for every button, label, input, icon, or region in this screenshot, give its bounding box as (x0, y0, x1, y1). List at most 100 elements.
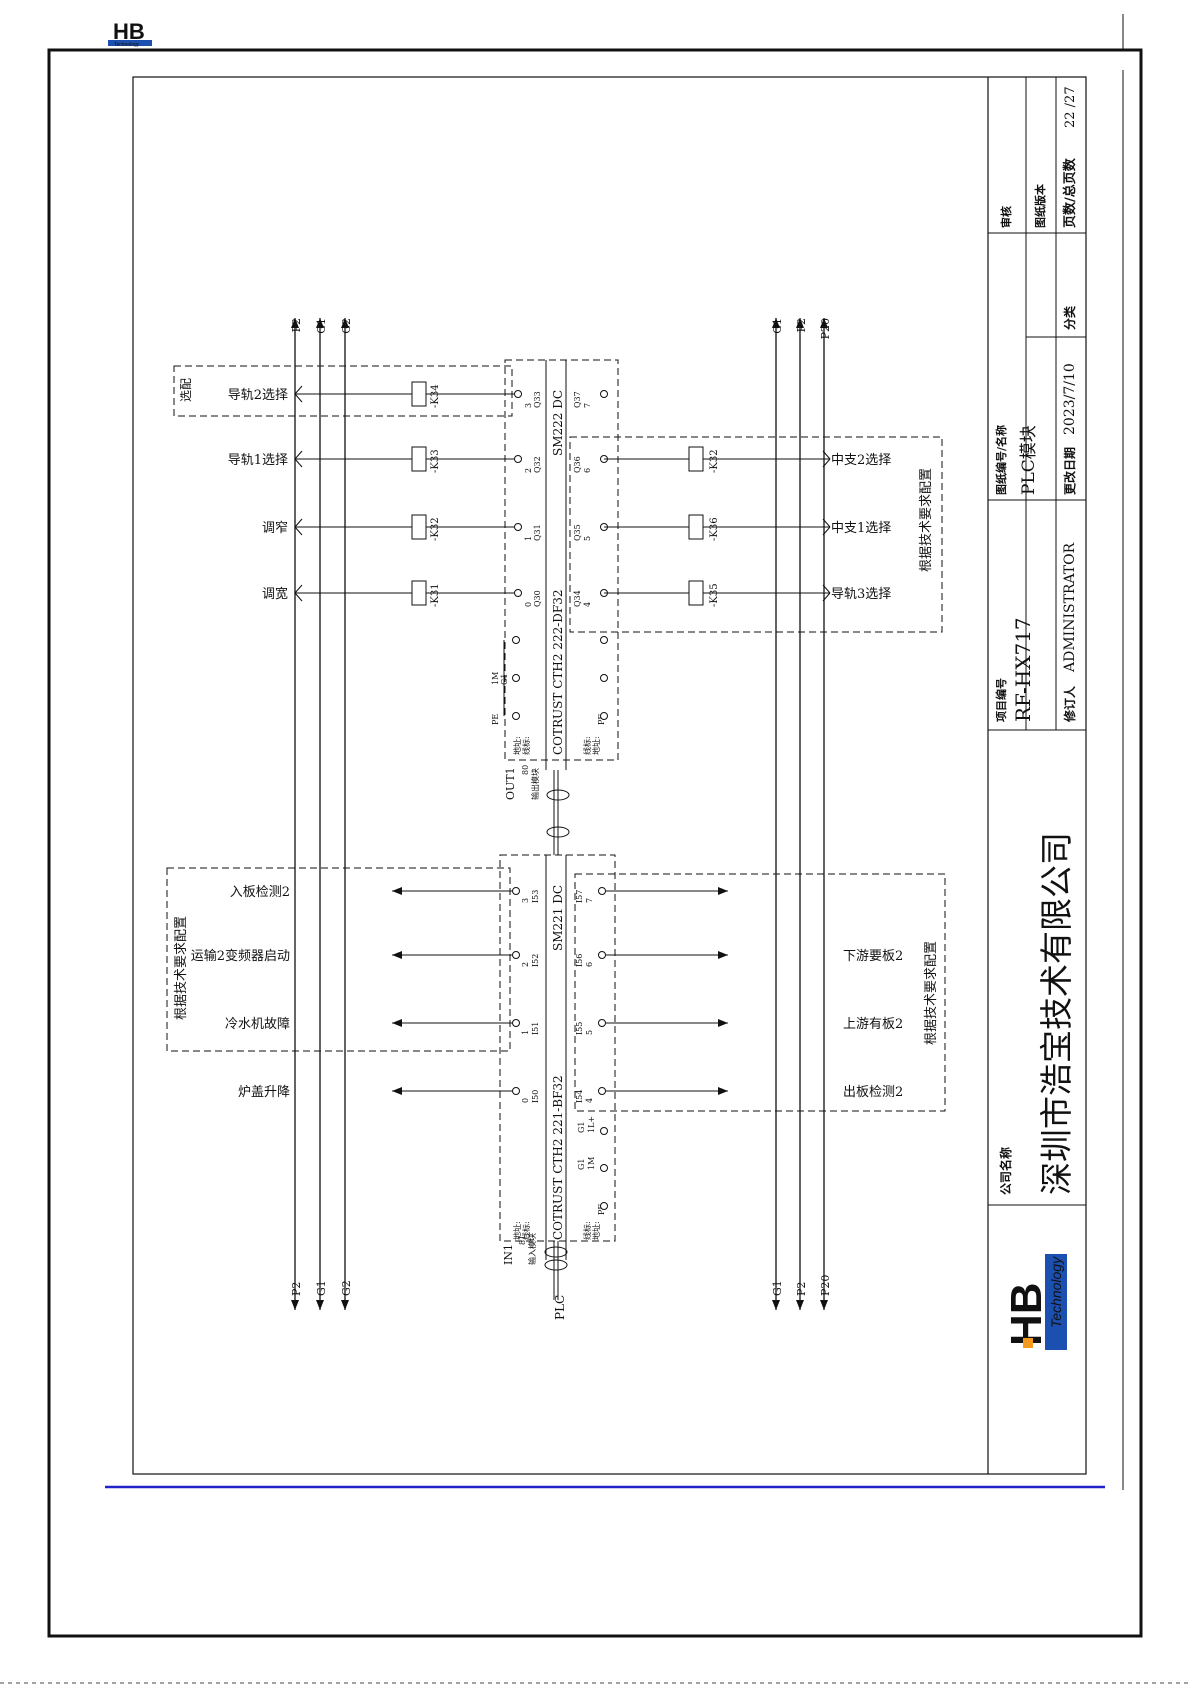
output-right-relay-coil-2 (688, 514, 704, 540)
output-left-addr-3: Q30 (533, 590, 542, 607)
option-label: 选配 (179, 378, 193, 402)
output-right-label-1: 中支2选择 (831, 453, 891, 468)
input-terminal-g1-a: G1 (577, 1159, 586, 1170)
output-right-addr-0: Q37 (573, 391, 582, 408)
input-config-note-left: 根据技术要求配置 (174, 916, 189, 1020)
output-right-label-2: 中支1选择 (831, 521, 891, 536)
output-left-relay-coil-2 (411, 514, 427, 540)
rail-left-label-bottom-1: G1 (315, 1280, 328, 1296)
input-module-model: COTRUST CTH2 221-BF32 (551, 1075, 565, 1240)
output-module-name: SM222 DC (551, 390, 565, 456)
output-wire-label: 线标: (521, 736, 531, 755)
rail-left-label-top-2: G2 (340, 318, 353, 334)
drawing-label: 图纸编号/名称 (994, 425, 1008, 495)
output-right-relay-label-1: -K32 (709, 449, 720, 473)
input-left-arrow-3 (392, 1087, 402, 1095)
input-module-name: SM221 DC (551, 885, 565, 951)
drawing-name: PLC模块 (1019, 425, 1039, 495)
category-label: 分类 (1062, 305, 1077, 330)
input-left-label-1: 运输2变频器启动 (191, 948, 290, 964)
rail-right-arrow-top-2 (820, 318, 828, 328)
option-box (173, 365, 513, 417)
output-right-relay-coil-1 (688, 446, 704, 472)
outer-frame (47, 48, 1143, 1638)
review-label: 审核 (999, 206, 1013, 228)
output-left-label-3: 调宽 (262, 586, 288, 602)
input-left-pin-0: 3 (521, 898, 530, 903)
input-right-arrow-1 (718, 951, 728, 959)
header-logo: HB Technology (108, 19, 152, 48)
output-module-addr: 80 (521, 765, 530, 775)
title-logo: HB Technology (1002, 1254, 1067, 1350)
input-left-label-3: 炉盖升降 (238, 1085, 290, 1100)
input-config-box-right (574, 873, 946, 1112)
input-left-pin-3: 0 (521, 1098, 530, 1103)
output-wire-label-r: 线标: (582, 736, 592, 755)
input-left-addr-0: I53 (531, 890, 540, 903)
project-number: RF-HX717 (1011, 617, 1035, 722)
input-config-box-left (166, 867, 511, 1052)
output-left-terminal-1 (514, 455, 522, 463)
rail-right-arrow-top-1 (796, 318, 804, 328)
output-right-relay-label-2: -K36 (709, 517, 720, 541)
input-left-pin-1: 2 (521, 962, 530, 967)
input-left-addr-1: I52 (531, 954, 540, 967)
input-right-arrow-3 (718, 1087, 728, 1095)
input-left-arrow-1 (392, 951, 402, 959)
output-left-relay-label-0: -K34 (430, 384, 441, 408)
rail-right-label-top-0: G1 (771, 318, 784, 334)
output-right-relay-coil-3 (688, 580, 704, 606)
input-left-arrow-2 (392, 1019, 402, 1027)
output-left-terminal-0 (514, 390, 522, 398)
output-right-addr-3: Q34 (573, 590, 582, 607)
output-left-chevron-3 (294, 584, 303, 602)
title-block: 公司名称 深圳市浩宝技术有限公司 项目编号 RF-HX717 修订人 ADMIN… (987, 77, 1086, 1474)
rail-left-arrow-top-1 (316, 318, 324, 328)
output-right-relay-label-3: -K35 (709, 583, 720, 607)
input-left-label-2: 冷水机故障 (225, 1017, 290, 1032)
input-right-pin-3: 4 (585, 1098, 594, 1103)
input-config-note-right: 根据技术要求配置 (924, 941, 939, 1045)
input-terminal-1m: 1M (587, 1157, 596, 1170)
input-right-arrow-2 (718, 1019, 728, 1027)
output-left-addr-0: Q33 (533, 391, 542, 408)
output-terminal-pe-r: PE (597, 714, 606, 725)
input-left-addr-2: I51 (531, 1022, 540, 1035)
input-left-pin-2: 1 (521, 1030, 530, 1035)
output-left-chevron-0 (294, 385, 303, 403)
output-left-label-1: 导轨1选择 (228, 453, 288, 468)
rail-right-label-bottom-0: G1 (771, 1280, 784, 1296)
input-left-terminal-2 (512, 1019, 520, 1027)
rail-right-label-top-1: P2 (795, 318, 808, 332)
output-left-relay-coil-3 (411, 580, 427, 606)
title-logo-sub: Technology (1048, 1256, 1064, 1328)
input-right-terminal-3 (598, 1087, 606, 1095)
output-left-terminal-3 (514, 589, 522, 597)
page-value: 22 /27 (1063, 86, 1078, 128)
input-right-addr-0: I57 (575, 890, 584, 903)
input-right-label-1: 下游要板2 (843, 949, 903, 964)
output-left-relay-label-1: -K33 (430, 449, 441, 473)
output-right-addr-2: Q35 (573, 524, 582, 541)
rail-left-label-bottom-2: G2 (340, 1280, 353, 1296)
output-left-label-0: 导轨2选择 (228, 388, 288, 403)
input-left-addr-3: I50 (531, 1090, 540, 1103)
output-module-tag: OUT1 (504, 767, 517, 800)
input-left-terminal-3 (512, 1087, 520, 1095)
output-config-box (569, 436, 943, 633)
output-left-pin-0: 3 (524, 403, 533, 408)
input-right-addr-1: I56 (575, 954, 584, 967)
input-right-terminal-2 (598, 1019, 606, 1027)
date-label: 更改日期 (1062, 447, 1077, 495)
input-addr-label-r: 地址: (591, 1221, 601, 1240)
input-left-arrow-0 (392, 887, 402, 895)
reviser-label: 修订人 (1062, 685, 1077, 723)
rail-left-arrow-bottom-1 (316, 1300, 324, 1310)
reviser-value: ADMINISTRATOR (1062, 542, 1078, 673)
output-left-label-2: 调窄 (262, 520, 288, 536)
output-left-relay-coil-1 (411, 446, 427, 472)
output-left-addr-2: Q31 (533, 524, 542, 541)
input-right-pin-0: 7 (585, 898, 594, 903)
